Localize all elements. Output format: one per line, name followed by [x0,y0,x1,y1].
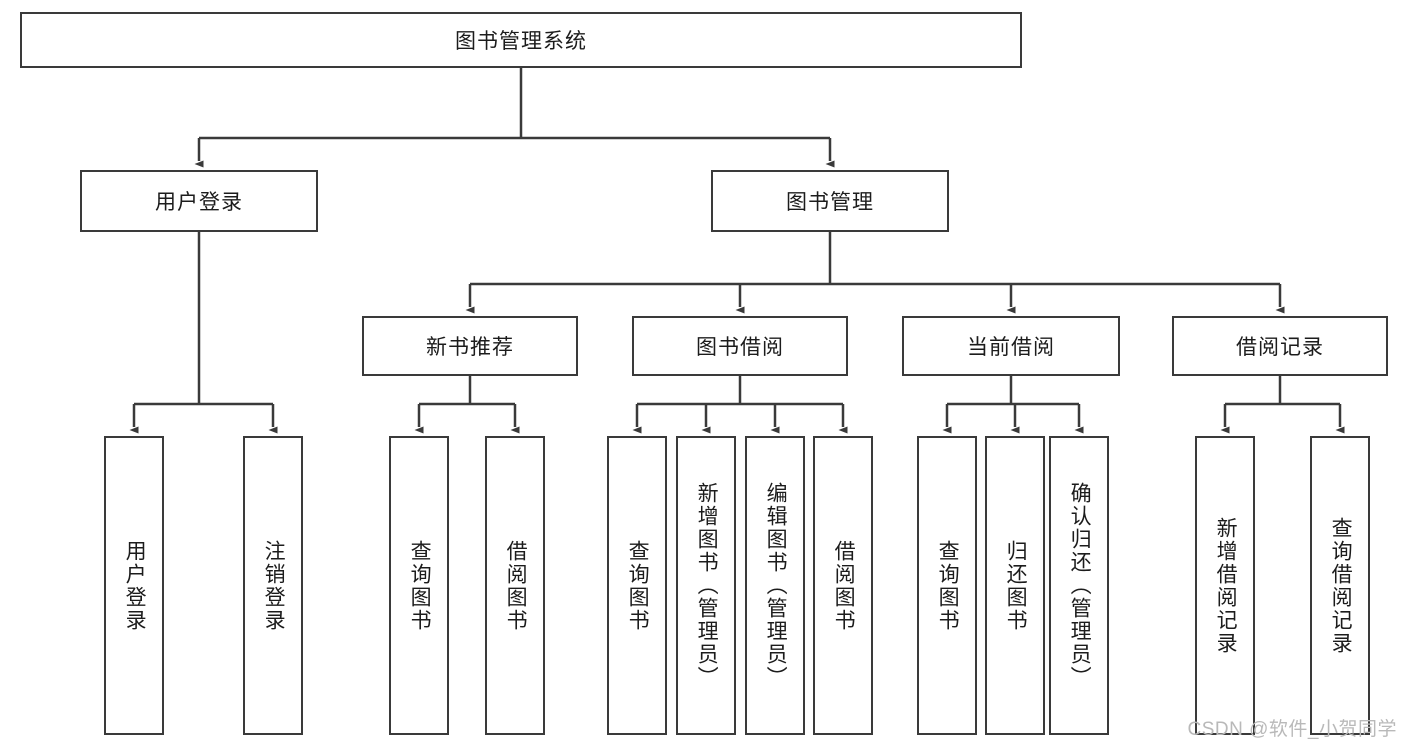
leaf-user-logout[interactable]: 注销登录 [243,436,303,735]
leaf-user-logout-label: 注销登录 [262,539,286,632]
node-new-book-recommend[interactable]: 新书推荐 [362,316,578,376]
leaf-borrow-edit-book-label: 编辑图书（管理员） [764,482,788,689]
leaf-borrow-borrow-book[interactable]: 借阅图书 [813,436,873,735]
node-borrow-record-label: 借阅记录 [1236,336,1324,359]
leaf-newbook-borrow-book[interactable]: 借阅图书 [485,436,545,735]
leaf-borrow-borrow-book-label: 借阅图书 [832,539,856,632]
leaf-borrow-add-book-label: 新增图书（管理员） [695,482,719,689]
node-book-borrow-label: 图书借阅 [696,336,784,359]
leaf-record-add-label: 新增借阅记录 [1214,516,1238,655]
leaf-record-query[interactable]: 查询借阅记录 [1310,436,1370,735]
leaf-current-query-book[interactable]: 查询图书 [917,436,977,735]
node-user-login[interactable]: 用户登录 [80,170,318,232]
node-book-manage[interactable]: 图书管理 [711,170,949,232]
node-book-manage-label: 图书管理 [786,191,874,214]
leaf-borrow-query-book[interactable]: 查询图书 [607,436,667,735]
leaf-current-confirm-return-label: 确认归还（管理员） [1068,482,1092,689]
node-current-borrow-label: 当前借阅 [967,336,1055,359]
leaf-current-return-book[interactable]: 归还图书 [985,436,1045,735]
node-user-login-label: 用户登录 [155,191,243,214]
leaf-newbook-query-book-label: 查询图书 [408,539,432,632]
node-borrow-record[interactable]: 借阅记录 [1172,316,1388,376]
leaf-user-login[interactable]: 用户登录 [104,436,164,735]
leaf-current-confirm-return[interactable]: 确认归还（管理员） [1049,436,1109,735]
leaf-current-return-book-label: 归还图书 [1004,539,1028,632]
leaf-newbook-query-book[interactable]: 查询图书 [389,436,449,735]
leaf-borrow-add-book[interactable]: 新增图书（管理员） [676,436,736,735]
csdn-watermark: CSDN @软件_小贺同学 [1187,719,1397,740]
leaf-borrow-edit-book[interactable]: 编辑图书（管理员） [745,436,805,735]
leaf-current-query-book-label: 查询图书 [936,539,960,632]
leaf-borrow-query-book-label: 查询图书 [626,539,650,632]
node-book-borrow[interactable]: 图书借阅 [632,316,848,376]
node-new-book-recommend-label: 新书推荐 [426,336,514,359]
leaf-record-add[interactable]: 新增借阅记录 [1195,436,1255,735]
node-current-borrow[interactable]: 当前借阅 [902,316,1120,376]
leaf-user-login-label: 用户登录 [123,539,147,632]
node-root-label: 图书管理系统 [455,30,587,53]
node-root[interactable]: 图书管理系统 [20,12,1022,68]
leaf-record-query-label: 查询借阅记录 [1329,516,1353,655]
leaf-newbook-borrow-book-label: 借阅图书 [504,539,528,632]
